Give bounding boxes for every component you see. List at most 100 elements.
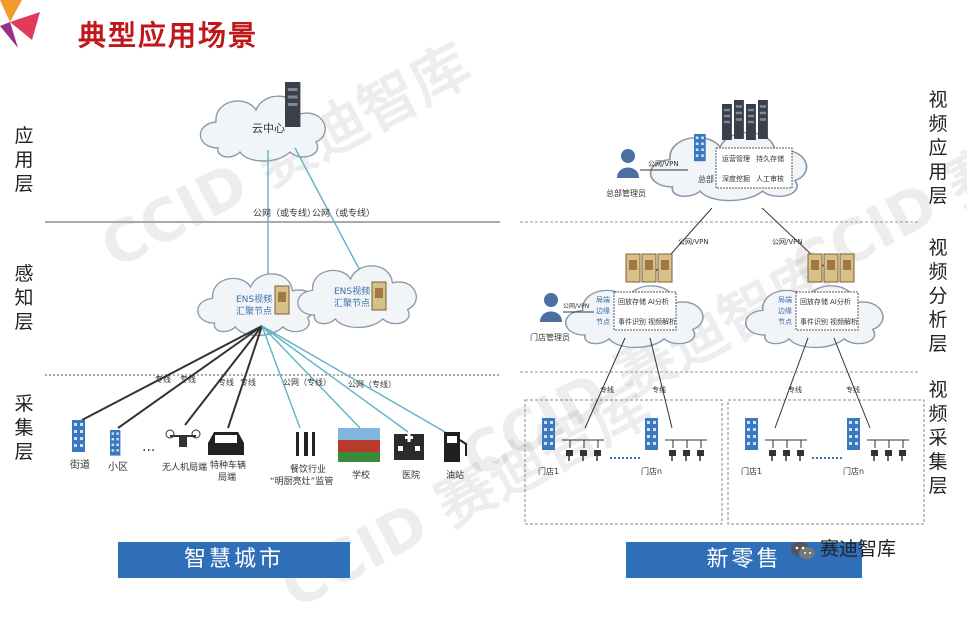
function-label: 人工审核: [756, 174, 784, 183]
endpoint-label: 特种车辆: [210, 459, 246, 471]
function-label: 持久存储: [756, 154, 784, 163]
link-line: [81, 325, 263, 421]
edge-node-2: 局端 边缘 节点 回放存储 AI分析 事件识别 视频解析: [744, 253, 884, 349]
endpoint-community: 小区: [108, 430, 128, 473]
store-label: 门店1: [538, 466, 559, 476]
page-title: 典型应用场景: [78, 19, 259, 52]
link-label: 专线: [155, 374, 171, 384]
link-line: [261, 325, 361, 429]
wechat-account-name: 赛迪智库: [820, 538, 897, 560]
cloud-center-label: 云中心: [252, 122, 285, 135]
function-label: AI分析: [830, 297, 851, 306]
ens-node-1: ENS视频 汇聚节点: [197, 273, 318, 337]
link-line: [184, 325, 263, 426]
function-label: 视频解析: [648, 317, 676, 326]
layer-label-video-application: 视频应用层: [928, 89, 948, 207]
endpoint-label: 无人机局端: [162, 461, 207, 473]
link-line: [261, 325, 453, 437]
gas-station-icon: 油站: [444, 432, 467, 481]
edge-label: 边缘: [596, 306, 610, 315]
store-manager: 门店管理员: [530, 293, 570, 342]
edge-label: 节点: [778, 318, 792, 326]
hq-cloud: 总部 运营管理 持久存储 深度挖掘 人工审核: [649, 100, 808, 202]
function-label: 视频解析: [830, 317, 858, 326]
ellipsis: ···: [142, 443, 155, 459]
link-label: 公网（专线）: [283, 377, 331, 387]
ens-label-line2: 汇聚节点: [236, 306, 272, 317]
banner-smart-city: 智慧城市: [118, 542, 350, 578]
store-unit: 门店1: [538, 418, 604, 476]
ens-label-line2: 汇聚节点: [334, 298, 370, 309]
link-line: [649, 337, 673, 429]
endpoint-label: 局端: [218, 471, 236, 483]
store-unit: 门店n: [641, 418, 707, 476]
hq-label: 总部: [698, 174, 714, 184]
layer-label-perception: 感知层: [14, 263, 34, 333]
cloud-center: 云中心: [199, 82, 326, 162]
layer-label-video-analysis: 视频分析层: [928, 237, 948, 355]
function-label: 事件识别: [618, 317, 646, 326]
link-line: [261, 325, 301, 429]
link-line: [584, 337, 626, 429]
link-line: [294, 147, 366, 281]
store-group-box: [524, 399, 723, 525]
link-label: 专线: [600, 385, 614, 394]
link-label: 公网（或专线）: [253, 207, 316, 219]
wechat-icon: [791, 542, 815, 559]
ens-label-line1: ENS视频: [236, 293, 272, 305]
endpoint-street: 街道: [70, 420, 90, 471]
link-line: [774, 337, 809, 429]
link-label: 专线: [652, 385, 666, 394]
link-label: 公网/VPN: [678, 238, 709, 246]
store-unit: 门店1: [741, 418, 807, 476]
ens-node-2: ENS视频 汇聚节点: [297, 265, 418, 329]
function-label: AI分析: [648, 297, 669, 306]
link-line: [833, 337, 871, 429]
store-label: 门店1: [741, 466, 762, 476]
link-label: 专线: [240, 377, 256, 387]
endpoint-label: 小区: [108, 461, 128, 473]
store-manager-label: 门店管理员: [530, 332, 570, 342]
link-label: 专线: [788, 385, 802, 394]
edge-label: 局端: [778, 295, 792, 304]
function-label: 深度挖掘: [722, 174, 750, 183]
store-label: 门店n: [843, 466, 864, 476]
cutlery-icon: 餐饮行业 “明厨亮灶”监管: [270, 432, 333, 487]
hq-manager: 总部管理员: [606, 149, 646, 198]
link-label: 公网/VPN: [648, 160, 679, 168]
function-label: 回放存储: [800, 297, 828, 306]
link-line: [227, 325, 263, 429]
function-label: 运营管理: [722, 154, 750, 163]
link-label: 公网/VPN: [563, 303, 589, 310]
hq-manager-label: 总部管理员: [606, 188, 646, 198]
edge-label: 局端: [596, 295, 610, 304]
banner-new-retail: 新零售: [626, 542, 862, 578]
hospital-icon: 医院: [394, 434, 424, 481]
store-group-box: [727, 399, 925, 525]
link-label: 专线: [846, 385, 860, 394]
endpoint-label: 餐饮行业: [290, 463, 326, 475]
car-icon: 特种车辆 局端: [208, 432, 246, 483]
link-line: [117, 325, 263, 429]
function-label: 事件识别: [800, 317, 828, 326]
network-diagram: 云中心 公网（或专线） 公网（或专线） ENS视频 汇聚节点 ENS视频 汇聚节…: [45, 82, 925, 525]
link-label: 专线: [218, 377, 234, 387]
edge-label: 节点: [596, 318, 610, 326]
edge-node-1: 局端 边缘 节点 回放存储 AI分析 事件识别 视频解析: [564, 253, 704, 349]
link-label: 公网（专线）: [348, 379, 396, 389]
function-label: 回放存储: [618, 297, 646, 306]
endpoint-label: 学校: [352, 469, 370, 481]
drone-icon: 无人机局端: [162, 429, 207, 473]
layer-label-video-collection: 视频采集层: [928, 379, 948, 497]
ens-label-line1: ENS视频: [334, 285, 370, 297]
layer-label-application: 应用层: [14, 125, 34, 195]
endpoint-label: “明厨亮灶”监管: [270, 475, 333, 487]
store-unit: 门店n: [843, 418, 909, 476]
link-label: 专线: [180, 374, 196, 384]
link-line: [261, 325, 409, 433]
edge-label: 边缘: [778, 306, 792, 315]
corner-logo-icon: [0, 0, 40, 48]
link-label: 公网（或专线）: [312, 207, 375, 219]
endpoint-label: 油站: [446, 469, 464, 481]
